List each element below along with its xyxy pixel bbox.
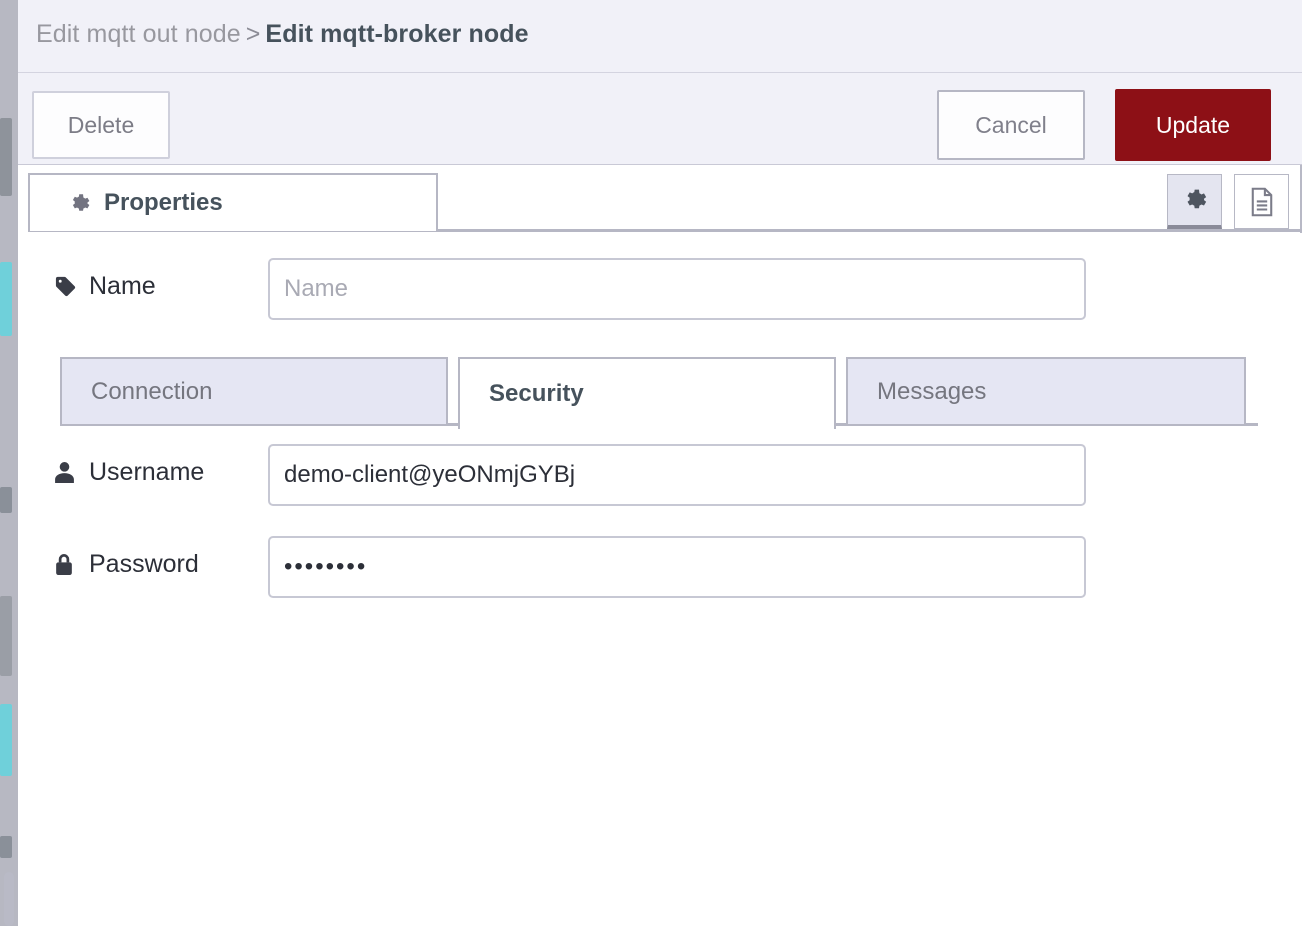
canvas-node-fragment [0,704,12,776]
name-label-text: Name [89,272,156,300]
dialog-body: Name Connection Security Messages [18,233,1302,926]
gear-tool-button[interactable] [1167,174,1222,229]
update-button[interactable]: Update [1115,89,1271,161]
gear-icon [1182,187,1208,213]
username-label: Username [54,458,204,487]
breadcrumb-current: Edit mqtt-broker node [265,20,529,48]
user-icon [54,461,80,484]
breadcrumb-parent[interactable]: Edit mqtt out node [36,20,241,48]
canvas-node-fragment [0,262,12,336]
breadcrumb: Edit mqtt out node>Edit mqtt-broker node [36,20,529,49]
password-label: Password [54,550,199,579]
username-label-text: Username [89,458,205,486]
canvas-node-fragment [0,118,12,196]
subtab-security[interactable]: Security [458,357,836,429]
form-row-username: Username [18,444,1302,506]
subtab-connection-label: Connection [91,377,213,405]
canvas-vertical-scrollbar[interactable] [4,872,14,926]
subtab-messages-label: Messages [877,377,987,405]
cancel-button[interactable]: Cancel [937,90,1085,160]
username-input[interactable] [268,444,1086,506]
canvas-node-fragment [0,836,12,858]
canvas-node-fragment [0,596,12,676]
tab-properties[interactable]: Properties [28,173,438,231]
password-label-text: Password [89,550,199,578]
description-tool-button[interactable] [1234,174,1289,229]
subtab-security-label: Security [489,380,584,407]
edit-node-dialog: Edit mqtt out node>Edit mqtt-broker node… [18,0,1302,926]
dialog-toolbar: Delete Cancel Update [18,73,1302,165]
breadcrumb-separator: > [245,20,261,48]
tab-strip: Properties [18,165,1302,233]
flow-canvas-背景 [0,0,18,926]
delete-button[interactable]: Delete [32,91,170,159]
password-input[interactable] [268,536,1086,598]
form-row-name: Name [18,258,1302,320]
subtab-messages[interactable]: Messages [846,357,1246,426]
lock-icon [54,553,80,576]
name-label: Name [54,272,156,301]
form-row-password: Password [18,536,1302,598]
subtab-connection[interactable]: Connection [60,357,448,426]
subtab-strip: Connection Security Messages [18,357,1302,429]
name-input[interactable] [268,258,1086,320]
canvas-node-fragment [0,487,12,513]
tab-properties-label: Properties [104,189,223,216]
gear-icon [68,192,91,215]
tag-icon [54,275,80,298]
description-icon [1249,187,1275,217]
dialog-header: Edit mqtt out node>Edit mqtt-broker node [18,0,1302,73]
tab-strip-underline [28,229,1302,232]
